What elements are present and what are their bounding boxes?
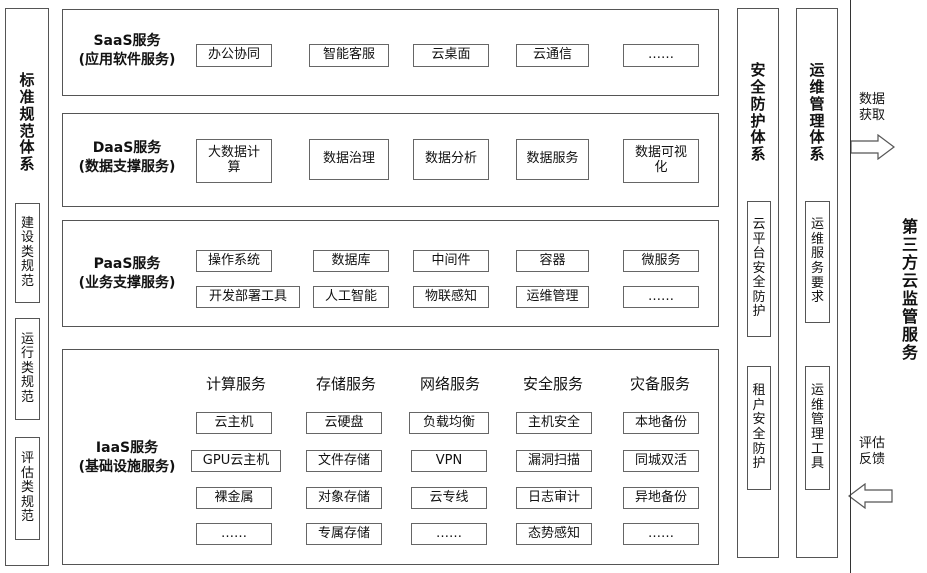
iaas-item: 负载均衡 [409,412,489,434]
daas-item: 数据分析 [413,139,489,180]
saas-item: 云通信 [516,44,589,67]
third-party-supervision-title: 第三方云监管服务 [901,217,918,362]
iaas-subtitle: (基础设施服务) [78,459,176,475]
evaluation-feedback-label: 评估反馈 [852,436,892,467]
iaas-item: …… [196,523,272,545]
evaluation-norms-box: 评估类规范 [15,437,40,540]
saas-subtitle: (应用软件服务) [78,52,176,68]
cloud-platform-security-box: 云平台安全防护 [747,201,771,337]
iaas-item: GPU云主机 [191,450,281,472]
daas-item: 大数据计算 [196,139,272,183]
paas-title: PaaS服务 [93,256,161,273]
iaas-item: 文件存储 [306,450,382,472]
iaas-item: …… [623,523,699,545]
iaas-layer [62,349,719,565]
standards-system-panel [5,8,49,566]
daas-item: 数据可视化 [623,139,699,183]
data-acquisition-label: 数据获取 [852,92,892,123]
daas-item: 数据服务 [516,139,589,180]
daas-layer [62,113,719,207]
compute-service-head: 计算服务 [205,374,266,393]
paas-item: 数据库 [313,250,389,272]
iaas-item: 本地备份 [623,412,699,434]
iaas-layer-title: IaaS服务 (基础设施服务) [66,435,188,481]
daas-title: DaaS服务 [92,140,162,157]
paas-item: 容器 [516,250,589,272]
daas-item-label: 大数据计算 [207,145,260,175]
iaas-item: 对象存储 [306,487,382,509]
saas-item: 办公协同 [196,44,272,67]
paas-item: …… [623,286,699,308]
iaas-item: 态势感知 [516,523,592,545]
divider-line [850,0,851,573]
paas-item: 中间件 [413,250,489,272]
daas-item-label: 数据可视化 [634,145,687,175]
security-service-head: 安全服务 [522,374,583,393]
saas-layer [62,9,719,96]
dr-service-head: 灾备服务 [629,374,690,393]
iaas-item: 云专线 [411,487,487,509]
paas-item: 操作系统 [196,250,272,272]
paas-item: 物联感知 [413,286,489,308]
right-arrow-icon [850,134,895,160]
daas-subtitle: (数据支撑服务) [78,159,176,175]
network-service-head: 网络服务 [419,374,480,393]
paas-item: 开发部署工具 [196,286,300,308]
saas-item: 智能客服 [309,44,389,67]
ops-management-panel [796,8,838,558]
paas-subtitle: (业务支撑服务) [78,275,176,291]
ops-requirements-box: 运维服务要求 [805,201,830,323]
iaas-item: 云硬盘 [306,412,382,434]
paas-item: 微服务 [623,250,699,272]
operation-norms-box: 运行类规范 [15,318,40,420]
iaas-item: 主机安全 [516,412,592,434]
paas-item: 运维管理 [516,286,589,308]
standards-system-title: 标准规范体系 [19,71,35,174]
daas-layer-title: DaaS服务 (数据支撑服务) [66,135,188,181]
iaas-item: 异地备份 [623,487,699,509]
iaas-item: 同城双活 [623,450,699,472]
iaas-item: 裸金属 [196,487,272,509]
ops-tools-box: 运维管理工具 [805,366,830,490]
saas-item: 云桌面 [413,44,489,67]
saas-layer-title: SaaS服务 (应用软件服务) [66,28,188,74]
iaas-item: 日志审计 [516,487,592,509]
storage-service-head: 存储服务 [315,374,376,393]
paas-item: 人工智能 [313,286,389,308]
iaas-item: 专属存储 [306,523,382,545]
ops-management-title: 运维管理体系 [809,61,825,164]
iaas-item: …… [411,523,487,545]
paas-layer-title: PaaS服务 (业务支撑服务) [66,251,188,297]
evaluation-feedback-text: 评估反馈 [858,436,885,467]
iaas-item: 漏洞扫描 [516,450,592,472]
paas-layer [62,220,719,327]
security-system-title: 安全防护体系 [750,61,766,164]
data-acquisition-text: 数据获取 [858,92,885,123]
iaas-title: IaaS服务 [95,440,159,457]
left-arrow-icon [848,483,893,509]
saas-item: …… [623,44,699,67]
construction-norms-box: 建设类规范 [15,203,40,303]
security-system-panel [737,8,779,558]
daas-item: 数据治理 [309,139,389,180]
iaas-item: 云主机 [196,412,272,434]
tenant-security-box: 租户安全防护 [747,366,771,490]
saas-title: SaaS服务 [93,33,161,50]
iaas-item: VPN [411,450,487,472]
